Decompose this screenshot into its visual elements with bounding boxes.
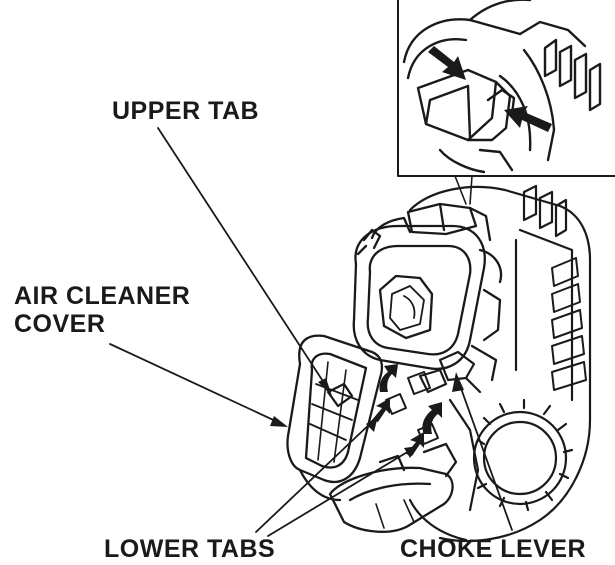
lower-tabs-label: LOWER TABS <box>104 535 276 563</box>
engine-housing <box>408 184 592 543</box>
lower-cover-part <box>328 442 458 533</box>
leader-lines <box>109 127 513 537</box>
air-cleaner-cover <box>286 334 384 502</box>
air-cleaner-base <box>352 202 503 382</box>
leader-arrowheads <box>270 372 464 458</box>
upper-tab-label: UPPER TAB <box>112 97 260 125</box>
air-cleaner-label-line2: COVER <box>14 310 106 338</box>
choke-lever <box>418 350 482 394</box>
motion-arrows <box>372 364 442 456</box>
choke-lever-label: CHOKE LEVER <box>400 535 587 563</box>
detail-inset <box>397 0 615 177</box>
air-cleaner-cover-label: AIR CLEANER COVER <box>14 282 190 338</box>
air-cleaner-label-line1: AIR CLEANER <box>14 282 191 310</box>
